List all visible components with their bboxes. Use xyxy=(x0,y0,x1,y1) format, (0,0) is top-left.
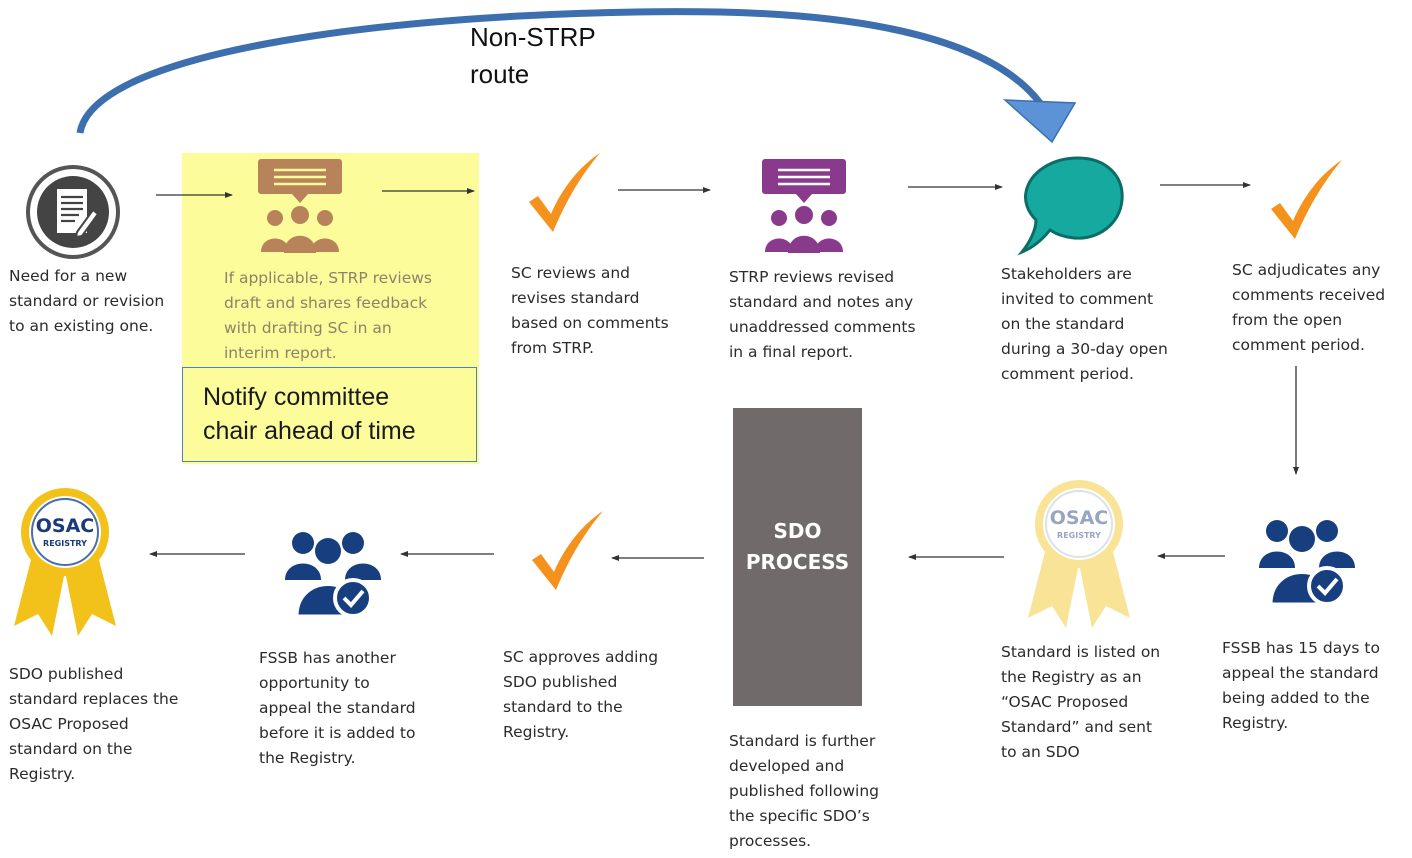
step-listed-text: Standard is listed on the Registry as an… xyxy=(1001,643,1161,761)
badge-osac: OSAC xyxy=(36,515,94,537)
step-published-text: SDO published standard replaces the OSAC… xyxy=(9,665,179,783)
sdo-process-box: SDO PROCESS xyxy=(733,408,862,706)
non-strp-route-arrow xyxy=(76,8,1077,144)
sdo-box-label: SDO PROCESS xyxy=(745,519,850,574)
group-check-icon xyxy=(1259,520,1355,606)
route-arrowhead xyxy=(1002,99,1077,144)
group-feedback-icon xyxy=(762,159,846,253)
step-strp-interim-text: If applicable, STRP reviews draft and sh… xyxy=(224,269,432,362)
checkmark-icon xyxy=(532,511,603,590)
step-sc-adjudicates-text: SC adjudicates any comments received fro… xyxy=(1232,261,1386,354)
badge-osac: OSAC xyxy=(1050,507,1108,529)
step-stakeholders-text: Stakeholders are invited to comment on t… xyxy=(1001,265,1168,383)
step-sc-revises-text: SC reviews and revises standard based on… xyxy=(511,264,669,357)
osac-ribbon-icon: OSAC REGISTRY xyxy=(1028,480,1130,628)
checkmark-icon xyxy=(1271,160,1342,239)
group-feedback-icon xyxy=(258,159,342,253)
step-sdo-process-text: Standard is further developed and publis… xyxy=(729,732,879,850)
document-edit-icon xyxy=(26,165,120,259)
note-box: Notify committee chair ahead of time xyxy=(182,367,477,462)
step-fssb-again-text: FSSB has another opportunity to appeal t… xyxy=(259,649,416,767)
step-strp-final-text: STRP reviews revised standard and notes … xyxy=(729,268,916,361)
badge-registry: REGISTRY xyxy=(1057,531,1101,540)
speech-bubble-icon xyxy=(1017,156,1124,256)
osac-ribbon-icon: OSAC REGISTRY xyxy=(14,488,116,636)
badge-registry: REGISTRY xyxy=(43,539,87,548)
checkmark-icon xyxy=(529,153,600,232)
step-sc-approves-text: SC approves adding SDO published standar… xyxy=(503,648,659,741)
step-fssb-15-text: FSSB has 15 days to appeal the standard … xyxy=(1222,639,1380,732)
step-need-text: Need for a new standard or revision to a… xyxy=(9,267,165,335)
group-check-icon xyxy=(285,532,381,618)
route-label: Non-STRP route xyxy=(470,22,596,89)
